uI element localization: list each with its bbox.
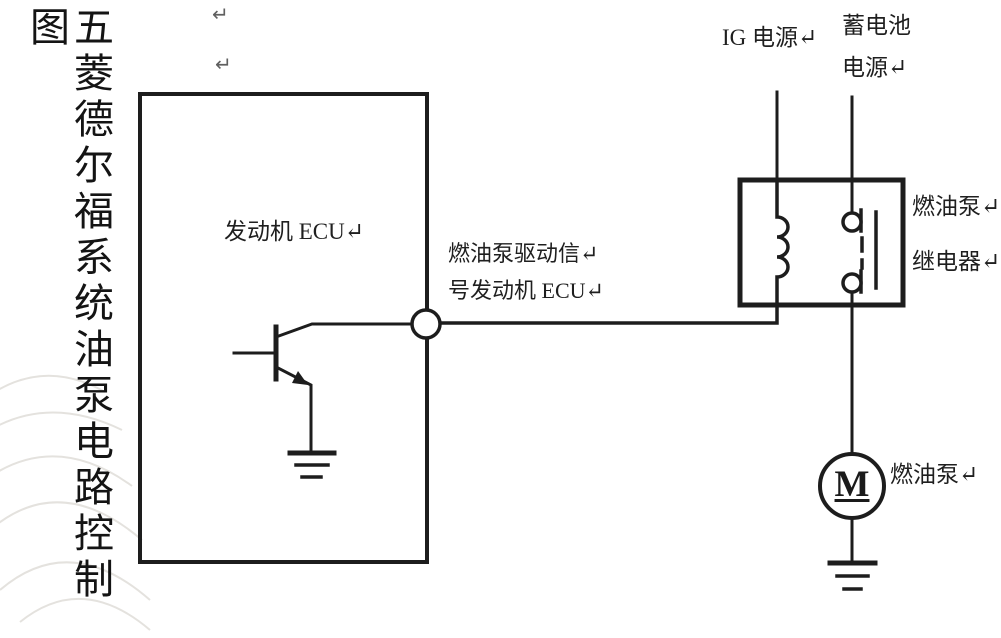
drive-signal-label-line2: 号发动机 ECU↵: [448, 278, 604, 303]
fuel-pump-label: 燃油泵↵: [890, 462, 979, 487]
ecu-box: [138, 92, 429, 564]
paragraph-return-mark: ↵: [212, 2, 229, 26]
page-title: 五菱德尔福系统油泵电路控制图: [24, 6, 113, 604]
relay-box: [737, 177, 906, 308]
battery-power-label-line2: 电源↵: [842, 55, 908, 80]
ecu-label: 发动机 ECU↵: [224, 219, 365, 244]
relay-contact-bottom-circle: [841, 272, 863, 294]
relay-coil-and-signal-wire: [438, 178, 790, 325]
transistor-emitter-wire: [273, 364, 313, 454]
battery-power-label-line1: 蓄电池: [842, 13, 911, 38]
drive-signal-label-line1: 燃油泵驱动信↵: [448, 241, 599, 266]
motor-circle: [818, 452, 886, 520]
relay-label-line1: 燃油泵↵: [912, 194, 1001, 219]
transistor-collector-wire: [274, 322, 414, 339]
relay-contact-top-circle: [841, 211, 863, 233]
ecu-output-junction-circle: [410, 308, 442, 340]
motor-letter: M: [834, 464, 870, 505]
transistor-emitter-arrow: [292, 371, 308, 385]
watermark-sketch: [0, 374, 151, 631]
paragraph-return-mark: ↵: [215, 52, 232, 76]
ig-power-label: IG 电源↵: [722, 25, 818, 50]
relay-label-line2: 继电器↵: [912, 249, 1001, 274]
